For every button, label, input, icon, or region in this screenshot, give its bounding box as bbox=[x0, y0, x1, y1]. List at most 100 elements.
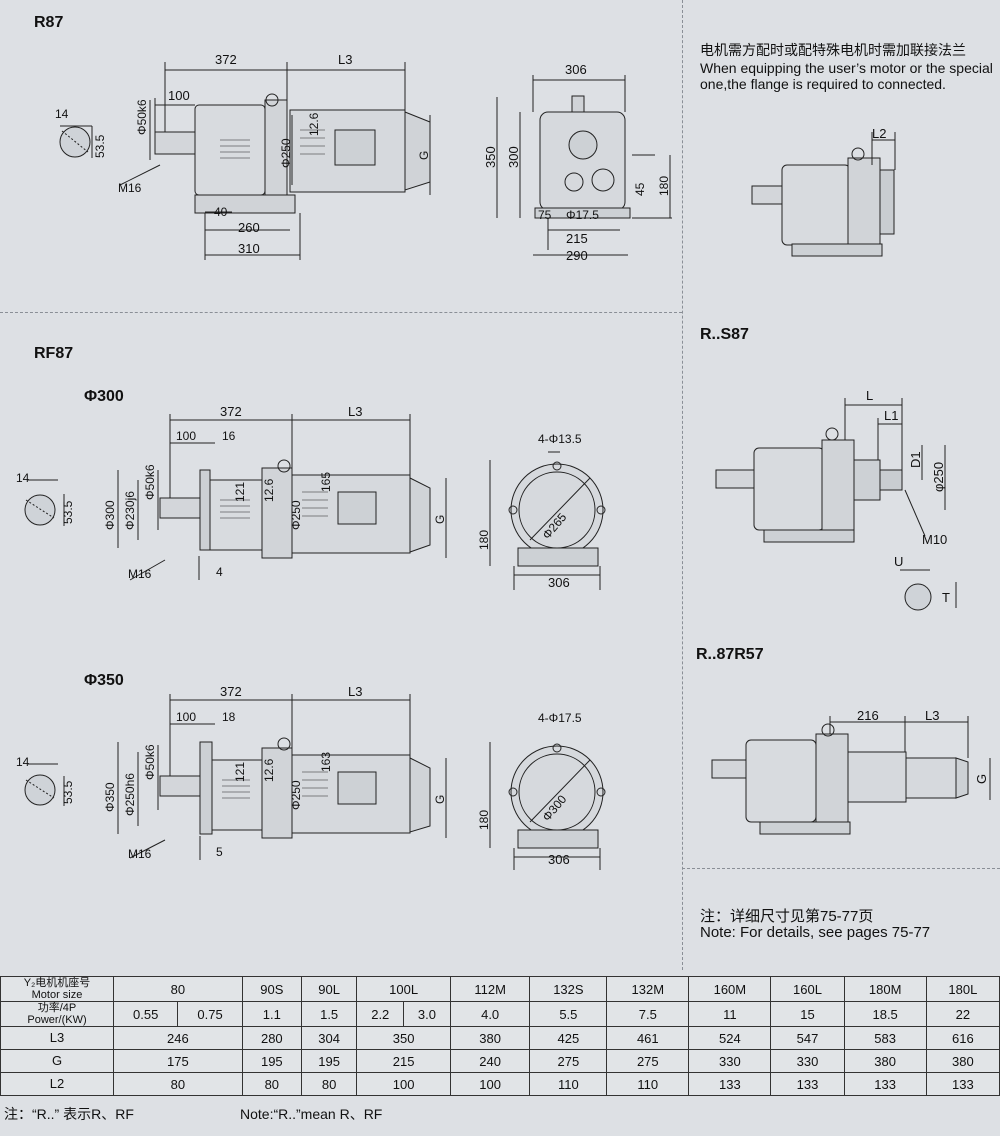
r87-dim-260: 260 bbox=[238, 220, 260, 235]
vertical-divider bbox=[682, 0, 683, 970]
rf350-dim-372: 372 bbox=[220, 684, 242, 699]
table-cell: 100 bbox=[449, 1072, 531, 1096]
table-cell: 524 bbox=[688, 1026, 772, 1050]
table-cell: 180M bbox=[843, 976, 927, 1002]
r87side-dim-45: 45 bbox=[633, 182, 647, 196]
rf300-dim-16: 16 bbox=[222, 429, 236, 443]
r87side-dim-215: 215 bbox=[566, 231, 588, 246]
r87-dim-phi250: Φ250 bbox=[279, 138, 293, 168]
horizontal-divider bbox=[682, 868, 1000, 869]
table-cell: 195 bbox=[241, 1049, 302, 1073]
table-cell: 3.0 bbox=[403, 1001, 451, 1027]
r87-dim-53-5: 53.5 bbox=[93, 134, 107, 158]
table-cell: 132S bbox=[529, 976, 608, 1002]
rf350-side-drawing bbox=[489, 742, 606, 870]
rf300-dim-121: 121 bbox=[233, 482, 247, 502]
r87-dim-phi50k6: Φ50k6 bbox=[135, 99, 149, 135]
r87-dim-372: 372 bbox=[215, 52, 237, 67]
table-cell: 133 bbox=[770, 1072, 845, 1096]
table-cell: 175 bbox=[113, 1049, 243, 1073]
rf350-dim-phi350: Φ350 bbox=[103, 782, 117, 812]
r87side-dim-phi17-5: Φ17.5 bbox=[566, 208, 599, 222]
rf350side-dim-180: 180 bbox=[477, 810, 491, 830]
table-cell: 132M bbox=[606, 976, 690, 1002]
table-cell: 80 bbox=[113, 976, 243, 1002]
table-cell: 461 bbox=[606, 1026, 690, 1050]
r87-dim-14: 14 bbox=[55, 107, 69, 121]
rf300-dim-4: 4 bbox=[216, 565, 223, 579]
rf350-dim-12-6: 12.6 bbox=[262, 758, 276, 782]
rf350-dim-5: 5 bbox=[216, 845, 223, 859]
table-row-L2: L2 80 80 80 100 100 110 110 133 133 133 … bbox=[0, 1072, 1000, 1096]
rf300-dim-165: 165 bbox=[319, 472, 333, 492]
table-cell: 80 bbox=[300, 1072, 358, 1096]
horizontal-divider bbox=[0, 312, 682, 313]
r87-side-drawing bbox=[496, 75, 672, 256]
table-cell: 133 bbox=[843, 1072, 927, 1096]
table-cell: 11 bbox=[688, 1001, 772, 1027]
table-cell: 246 bbox=[113, 1026, 243, 1050]
table-cell: 100L bbox=[356, 976, 451, 1002]
rf350-dim-M16: M16 bbox=[128, 847, 152, 861]
rf350-front-drawing bbox=[24, 694, 447, 860]
table-cell: 160M bbox=[688, 976, 772, 1002]
rf300-side-drawing bbox=[489, 451, 606, 590]
footnote-en: Note:“R..”mean R、RF bbox=[240, 1106, 383, 1122]
table-cell: 100 bbox=[356, 1072, 451, 1096]
table-cell: 0.75 bbox=[177, 1001, 243, 1027]
table-cell: 425 bbox=[529, 1026, 608, 1050]
r87r57-dim-216: 216 bbox=[857, 708, 879, 723]
rf350-dim-14: 14 bbox=[16, 755, 30, 769]
section-title-phi300: Φ300 bbox=[84, 388, 124, 405]
rs87-dim-L1: L1 bbox=[884, 408, 898, 423]
row-header: G bbox=[0, 1049, 114, 1073]
table-cell: 7.5 bbox=[606, 1001, 690, 1027]
table-cell: 1.1 bbox=[241, 1001, 302, 1027]
rs87-dim-U: U bbox=[894, 554, 903, 569]
rf350-dim-121: 121 bbox=[233, 762, 247, 782]
table-cell: 80 bbox=[241, 1072, 302, 1096]
rf350-dim-phi50k6: Φ50k6 bbox=[143, 744, 157, 780]
r87r57-drawing bbox=[711, 716, 991, 835]
rs87-dim-L: L bbox=[866, 388, 873, 403]
r87-dim-M16: M16 bbox=[118, 181, 142, 195]
table-row-G: G 175 195 195 215 240 275 275 330 330 38… bbox=[0, 1049, 1000, 1073]
section-title-phi350: Φ350 bbox=[84, 672, 124, 689]
r87-dim-G: G bbox=[417, 151, 431, 160]
r87-dim-40: 40 bbox=[214, 205, 228, 219]
rf350-dim-G: G bbox=[433, 795, 447, 804]
table-cell: 110 bbox=[606, 1072, 690, 1096]
rf350-dim-18: 18 bbox=[222, 710, 236, 724]
rf300-dim-372: 372 bbox=[220, 404, 242, 419]
table-cell: 380 bbox=[843, 1049, 927, 1073]
rf300-dim-53-5: 53.5 bbox=[61, 500, 75, 524]
table-cell: 215 bbox=[356, 1049, 451, 1073]
r87side-dim-300: 300 bbox=[506, 146, 521, 168]
rf350side-dim-306: 306 bbox=[548, 852, 570, 867]
rf300-dim-100: 100 bbox=[176, 429, 196, 443]
table-cell: 275 bbox=[529, 1049, 608, 1073]
table-cell: 180L bbox=[925, 976, 1000, 1002]
table-cell: 583 bbox=[843, 1026, 927, 1050]
r87r57-dim-G: G bbox=[974, 774, 989, 784]
table-cell: 110 bbox=[529, 1072, 608, 1096]
table-cell: 547 bbox=[770, 1026, 845, 1050]
r87-dim-L3: L3 bbox=[338, 52, 352, 67]
rf350-dim-L3: L3 bbox=[348, 684, 362, 699]
table-cell: 160L bbox=[770, 976, 845, 1002]
footnote-zh: 注：“R..” 表示R、RF bbox=[4, 1106, 134, 1122]
drawings-svg: 372 L3 100 14 53.5 Φ50k6 M16 Φ250 12.6 G… bbox=[16, 52, 991, 870]
table-cell: 4.0 bbox=[449, 1001, 531, 1027]
table-cell: 15 bbox=[770, 1001, 845, 1027]
details-note-zh: 注：详细尺寸见第75-77页 bbox=[700, 908, 874, 925]
rf350-dim-53-5: 53.5 bbox=[61, 780, 75, 804]
rf350-dim-phi250: Φ250 bbox=[289, 780, 303, 810]
r87r57-dim-L3: L3 bbox=[925, 708, 939, 723]
section-title-rs87: R..S87 bbox=[700, 326, 749, 343]
rf300-dim-phi250: Φ250 bbox=[289, 500, 303, 530]
rf300side-holes: 4-Φ13.5 bbox=[538, 432, 582, 446]
